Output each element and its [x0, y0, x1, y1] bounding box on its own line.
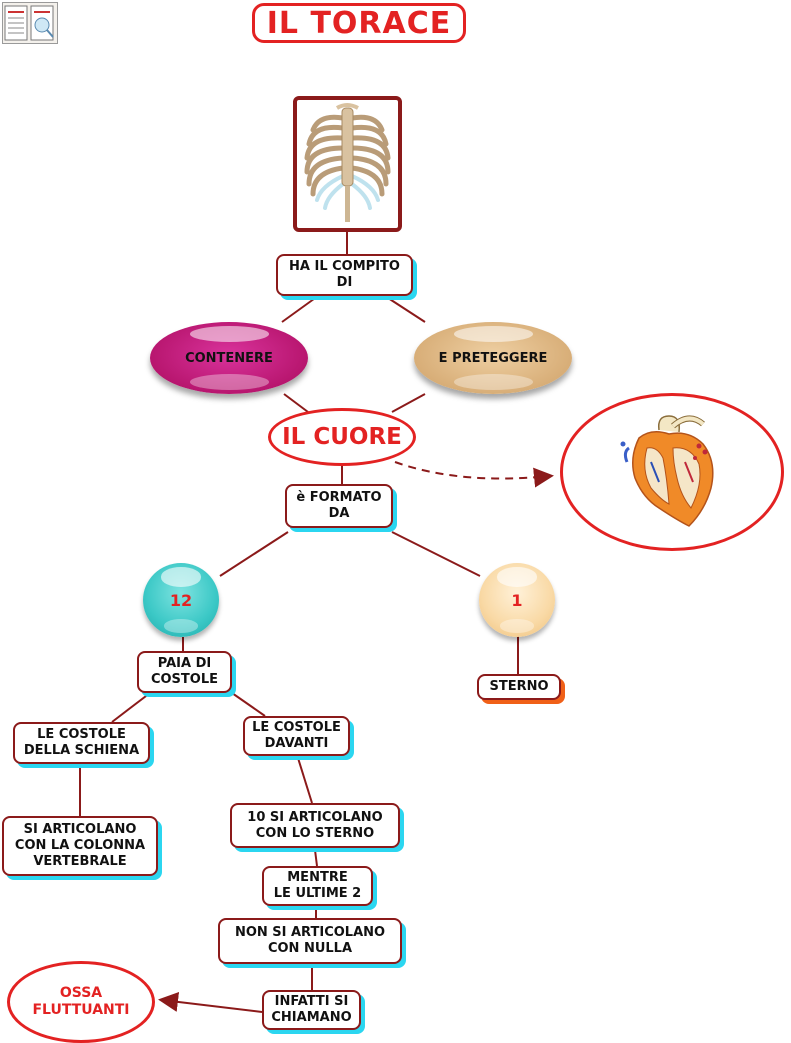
heart-anatomy-illustration	[620, 415, 714, 527]
node-mentre: MENTRE LE ULTIME 2	[262, 866, 373, 906]
line-formato-12	[219, 531, 289, 577]
line-cuore-heart-dashed	[394, 461, 554, 488]
line-formato-1	[391, 531, 481, 577]
line-preteggere-cuore	[391, 393, 426, 413]
node-compito: HA IL COMPITO DI	[276, 254, 413, 296]
node-preteggere: E PRETEGGERE	[414, 322, 572, 394]
line-infatti-ossa	[158, 991, 263, 1013]
node-dieci: 10 SI ARTICOLANO CON LO STERNO	[230, 803, 400, 848]
node-colonna: SI ARTICOLANO CON LA COLONNA VERTEBRALE	[2, 816, 158, 876]
line-dieci-mentre	[314, 849, 318, 867]
page-title: IL TORACE	[252, 3, 466, 43]
node-12: 12	[143, 563, 219, 637]
node-cuore: IL CUORE	[268, 408, 416, 466]
node-nulla: NON SI ARTICOLANO CON NULLA	[218, 918, 402, 964]
heart-image-circle	[560, 393, 784, 551]
node-sterno: STERNO	[477, 674, 561, 700]
node-contenere-label: CONTENERE	[185, 350, 273, 366]
line-compito-contenere	[281, 295, 319, 323]
node-infatti: INFATTI SI CHIAMANO	[262, 990, 361, 1030]
node-formato: è FORMATO DA	[285, 484, 393, 528]
line-contenere-cuore	[283, 393, 309, 413]
node-1: 1	[479, 563, 555, 637]
rib-cage-frame	[293, 96, 402, 232]
line-paia-schiena	[111, 692, 151, 723]
node-1-label: 1	[511, 590, 523, 610]
node-schiena: LE COSTOLE DELLA SCHIENA	[13, 722, 150, 764]
node-ossa: OSSA FLUTTUANTI	[7, 961, 155, 1043]
node-davanti: LE COSTOLE DAVANTI	[243, 716, 350, 756]
concept-map-thumbnail-icon	[2, 2, 58, 44]
node-12-label: 12	[169, 590, 193, 610]
line-paia-davanti	[231, 692, 266, 717]
line-compito-preteggere	[384, 295, 426, 323]
node-contenere: CONTENERE	[150, 322, 308, 394]
node-paia: PAIA DI COSTOLE	[137, 651, 232, 693]
node-preteggere-label: E PRETEGGERE	[438, 350, 548, 366]
rib-cage-illustration	[304, 103, 391, 222]
line-davanti-dieci	[297, 757, 313, 804]
